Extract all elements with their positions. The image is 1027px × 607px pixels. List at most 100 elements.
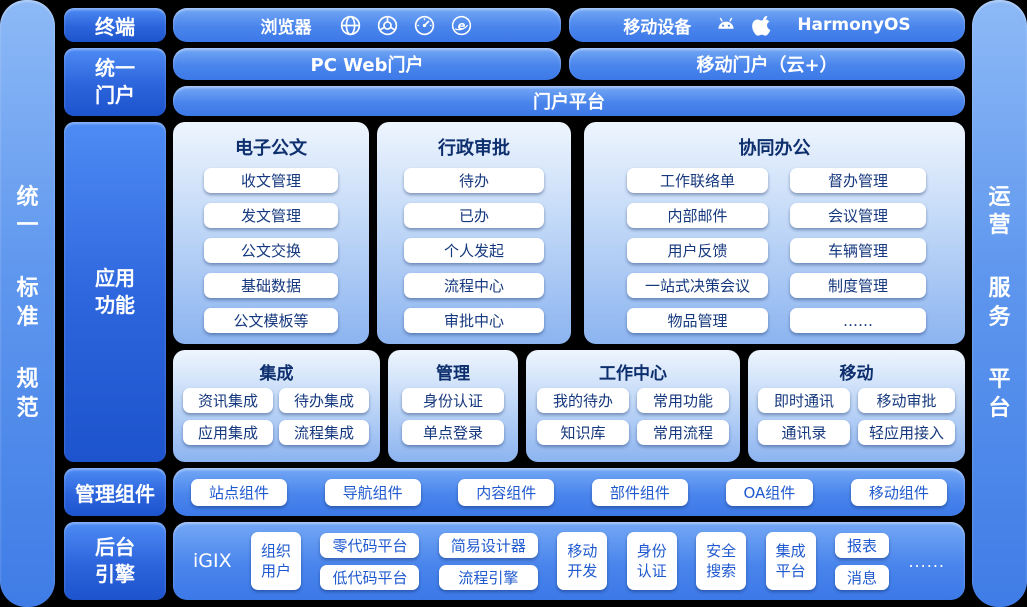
module-chip: 移动审批	[858, 388, 955, 413]
module-chip: 制度管理	[790, 273, 926, 298]
ie-icon: e	[451, 15, 471, 35]
module-chip: 工作联络单	[627, 168, 768, 193]
module-chip: 常用功能	[637, 388, 729, 413]
module-chip: 应用集成	[183, 420, 273, 445]
panel-title: 行政审批	[438, 138, 510, 159]
rail-text: 服务	[988, 275, 1011, 330]
panel-title: 协同办公	[738, 138, 811, 159]
engine-pill-mobile-dev: 移动开发	[557, 532, 608, 590]
component-pill: 移动组件	[850, 478, 947, 506]
panel-integration: 集成 资讯集成 待办集成 应用集成 流程集成	[173, 350, 380, 462]
rail-text: 统一	[16, 184, 39, 239]
engine-stack-code-platforms: 零代码平台 低代码平台	[320, 532, 420, 590]
engine-pill-identity: 身份认证	[626, 532, 677, 590]
panel-mobile: 移动 即时通讯 移动审批 通讯录 轻应用接入	[748, 350, 965, 462]
engine-pill-secure-search: 安全搜索	[696, 532, 747, 590]
module-chip: 收文管理	[204, 168, 338, 193]
engine-pill-integration-platform: 集成平台	[765, 532, 816, 590]
panel-title: 集成	[259, 364, 294, 384]
module-chip: 待办	[404, 168, 544, 193]
row-label-mgmt-components: 管理组件	[64, 468, 166, 516]
module-chip: 单点登录	[402, 420, 504, 445]
panel-electronic-documents: 电子公文 收文管理 发文管理 公文交换 基础数据 公文模板等	[173, 122, 369, 344]
apple-icon	[752, 15, 771, 36]
rail-text: 运营	[988, 184, 1011, 239]
backend-engine-bar: iGIX 组织用户 零代码平台 低代码平台 简易设计器 流程引擎 移动开发 身份…	[173, 522, 965, 600]
engine-stack-report-message: 报表 消息	[835, 532, 890, 590]
mobile-device-icons	[713, 12, 775, 38]
module-chip: 即时通讯	[758, 388, 850, 413]
module-chip: 已办	[404, 203, 544, 228]
row-label-terminal: 终端	[64, 8, 166, 42]
panel-title: 电子公文	[235, 138, 307, 159]
module-chip: 流程集成	[279, 420, 369, 445]
module-chip: 车辆管理	[790, 238, 926, 263]
rail-text: 标准	[16, 275, 39, 330]
gauge-icon	[414, 15, 434, 35]
portal-platform-title: 门户平台	[533, 92, 605, 113]
engine-pill-org-user: 组织用户	[251, 532, 302, 590]
module-chip: 会议管理	[790, 203, 926, 228]
globe-icon	[340, 15, 360, 35]
chrome-icon	[377, 15, 397, 35]
module-chip: ……	[790, 308, 926, 333]
row-label-text: 统一门户	[95, 56, 135, 107]
module-chip: 内部邮件	[627, 203, 768, 228]
module-chip: 一站式决策会议	[627, 273, 768, 298]
engine-pill-flow-engine: 流程引擎	[438, 564, 538, 590]
panel-title: 移动	[839, 364, 874, 384]
portal-platform-bar: 门户平台	[173, 86, 965, 116]
engine-pill-report: 报表	[835, 532, 890, 558]
component-pill: 内容组件	[458, 478, 555, 506]
browser-title: 浏览器	[260, 17, 312, 38]
module-chip: 资讯集成	[183, 388, 273, 413]
row-label-text: 后台引擎	[95, 535, 135, 586]
engine-ellipsis: ......	[908, 551, 945, 571]
row-label-text: 终端	[95, 14, 135, 39]
module-chip: 发文管理	[204, 203, 338, 228]
panel-title: 工作中心	[599, 364, 667, 384]
module-chip: 督办管理	[790, 168, 926, 193]
pc-web-portal-title: PC Web门户	[310, 55, 424, 76]
module-chip: 流程中心	[404, 273, 544, 298]
module-chip: 常用流程	[637, 420, 729, 445]
engine-pill-low-code: 低代码平台	[320, 564, 420, 590]
row-label-app-functions: 应用功能	[64, 122, 166, 462]
component-pill: 部件组件	[591, 478, 688, 506]
module-chip: 待办集成	[279, 388, 369, 413]
module-chip: 轻应用接入	[858, 420, 955, 445]
row-label-text: 应用功能	[95, 266, 135, 317]
module-chip: 公文模板等	[204, 308, 338, 333]
panel-work-center: 工作中心 我的待办 常用功能 知识库 常用流程	[526, 350, 740, 462]
pc-web-portal-bar: PC Web门户	[173, 48, 561, 80]
browser-icons: e	[338, 13, 474, 38]
panel-admin-approval: 行政审批 待办 已办 个人发起 流程中心 审批中心	[377, 122, 571, 344]
module-chip: 审批中心	[404, 308, 544, 333]
engine-pill-easy-designer: 简易设计器	[438, 532, 538, 558]
component-pill: 导航组件	[324, 478, 421, 506]
mobile-device-title: 移动设备	[623, 17, 692, 38]
module-chip: 知识库	[537, 420, 629, 445]
android-icon	[718, 17, 734, 29]
mobile-device-bar: 移动设备 HarmonyOS	[569, 8, 965, 42]
module-chip: 个人发起	[404, 238, 544, 263]
module-chip: 身份认证	[402, 388, 504, 413]
row-label-text: 管理组件	[75, 481, 155, 506]
component-pill: 站点组件	[191, 478, 288, 506]
row-label-unified-portal: 统一门户	[64, 48, 166, 116]
panel-collaborative-office: 协同办公 工作联络单 内部邮件 用户反馈 一站式决策会议 物品管理 督办管理 会…	[584, 122, 965, 344]
module-chip: 通讯录	[758, 420, 850, 445]
mobile-portal-bar: 移动门户（云+）	[569, 48, 965, 80]
igix-label: iGIX	[193, 550, 232, 572]
mgmt-components-bar: 站点组件 导航组件 内容组件 部件组件 OA组件 移动组件	[173, 468, 965, 516]
unified-standards-rail: 统一 标准 规范	[0, 0, 55, 607]
rail-text: 平台	[988, 367, 1011, 421]
module-chip: 基础数据	[204, 273, 338, 298]
harmonyos-label: HarmonyOS	[797, 15, 911, 35]
operation-service-rail: 运营 服务 平台	[972, 0, 1027, 607]
browser-bar: 浏览器 e	[173, 8, 561, 42]
panel-management: 管理 身份认证 单点登录	[388, 350, 518, 462]
row-label-backend-engine: 后台引擎	[64, 522, 166, 600]
engine-pill-message: 消息	[835, 564, 890, 590]
module-chip: 我的待办	[537, 388, 629, 413]
